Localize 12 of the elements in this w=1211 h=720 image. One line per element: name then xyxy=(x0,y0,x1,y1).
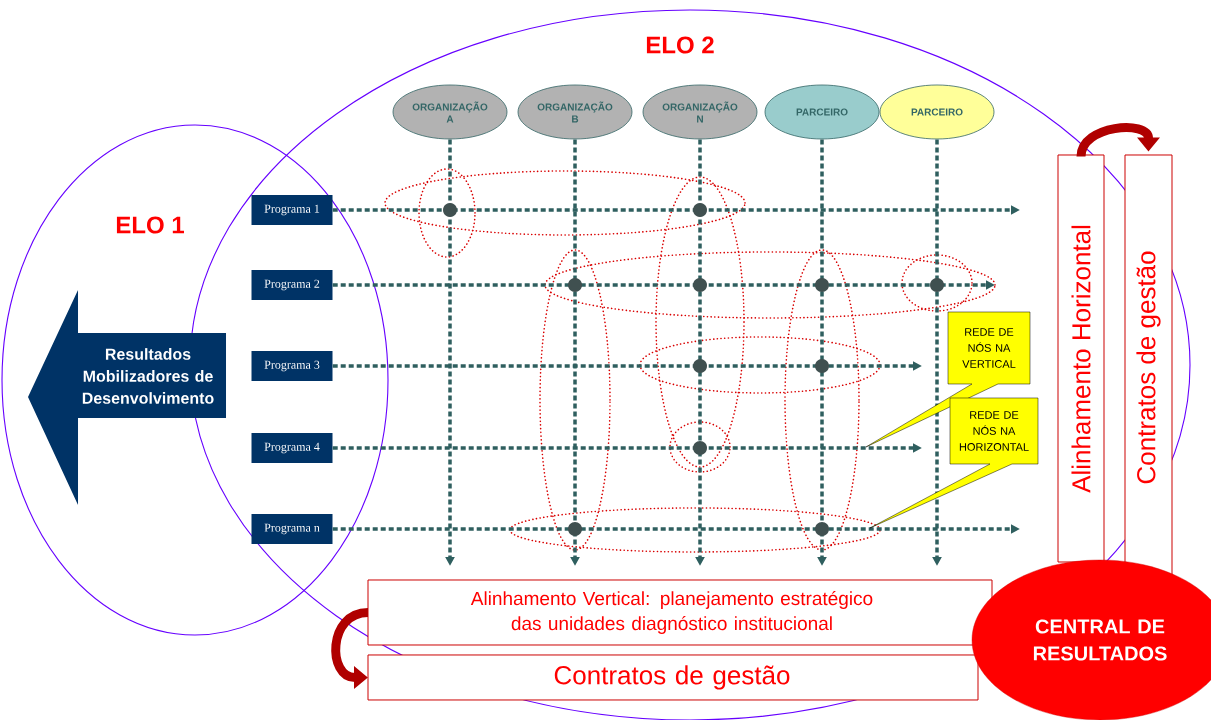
link-title: ELO 1 xyxy=(116,216,184,234)
alignment-box: Alinhamento Horizontal xyxy=(1057,154,1105,563)
alignment-box: Alinhamento Vertical: planejamento estratégico das unidades diagnóstico institucional xyxy=(367,579,993,646)
program-box: Programa 1 xyxy=(251,195,333,225)
program-box: Programa 4 xyxy=(251,433,333,463)
alignment-box: Contratos de gestão xyxy=(367,654,979,701)
program-box: Programa 3 xyxy=(251,351,333,381)
callout-box: REDE DE NÓS NA HORIZONTAL xyxy=(869,397,1039,529)
program-box: Programa 2 xyxy=(251,270,333,300)
alignment-box: Contratos de gestão xyxy=(1124,154,1173,581)
program-box: Programa n xyxy=(251,514,333,544)
link-title: ELO 2 xyxy=(646,36,714,54)
